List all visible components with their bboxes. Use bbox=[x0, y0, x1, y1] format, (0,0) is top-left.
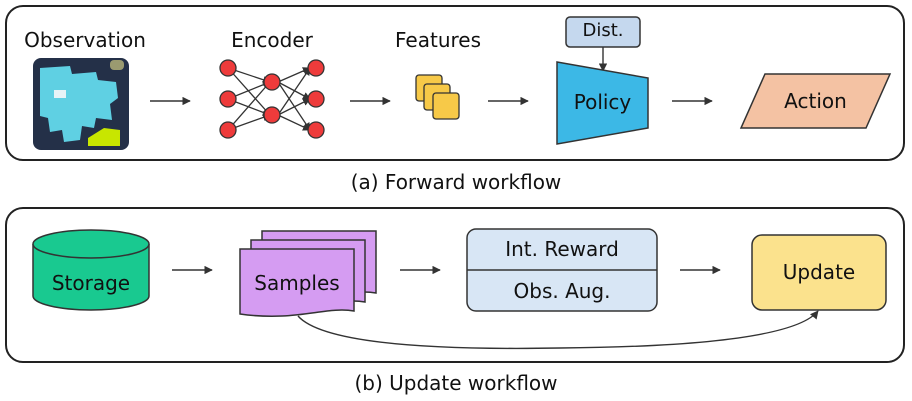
action-shape bbox=[739, 73, 892, 129]
update-label: Update bbox=[782, 260, 856, 284]
update-box bbox=[751, 234, 887, 311]
observation-image bbox=[33, 58, 129, 150]
arrow-samples-update-bypass bbox=[297, 310, 819, 350]
storage-cylinder bbox=[32, 229, 150, 311]
forward-workflow-frame bbox=[5, 5, 905, 161]
forward-caption: (a) Forward workflow bbox=[350, 170, 562, 194]
encoder-label: Encoder bbox=[231, 28, 313, 52]
policy-shape bbox=[556, 61, 649, 145]
int-reward-label: Int. Reward bbox=[505, 237, 619, 261]
features-icon bbox=[415, 74, 460, 120]
policy-label: Policy bbox=[573, 90, 632, 114]
update-caption: (b) Update workflow bbox=[354, 371, 558, 395]
dist-label: Dist. bbox=[582, 20, 624, 41]
samples-stack bbox=[239, 230, 377, 318]
samples-label: Samples bbox=[254, 271, 340, 295]
observation-label: Observation bbox=[24, 28, 146, 52]
storage-label: Storage bbox=[51, 271, 131, 295]
obs-aug-label: Obs. Aug. bbox=[513, 279, 611, 303]
features-label: Features bbox=[395, 28, 481, 52]
encoder-network-icon bbox=[219, 59, 325, 139]
action-label: Action bbox=[784, 89, 847, 113]
